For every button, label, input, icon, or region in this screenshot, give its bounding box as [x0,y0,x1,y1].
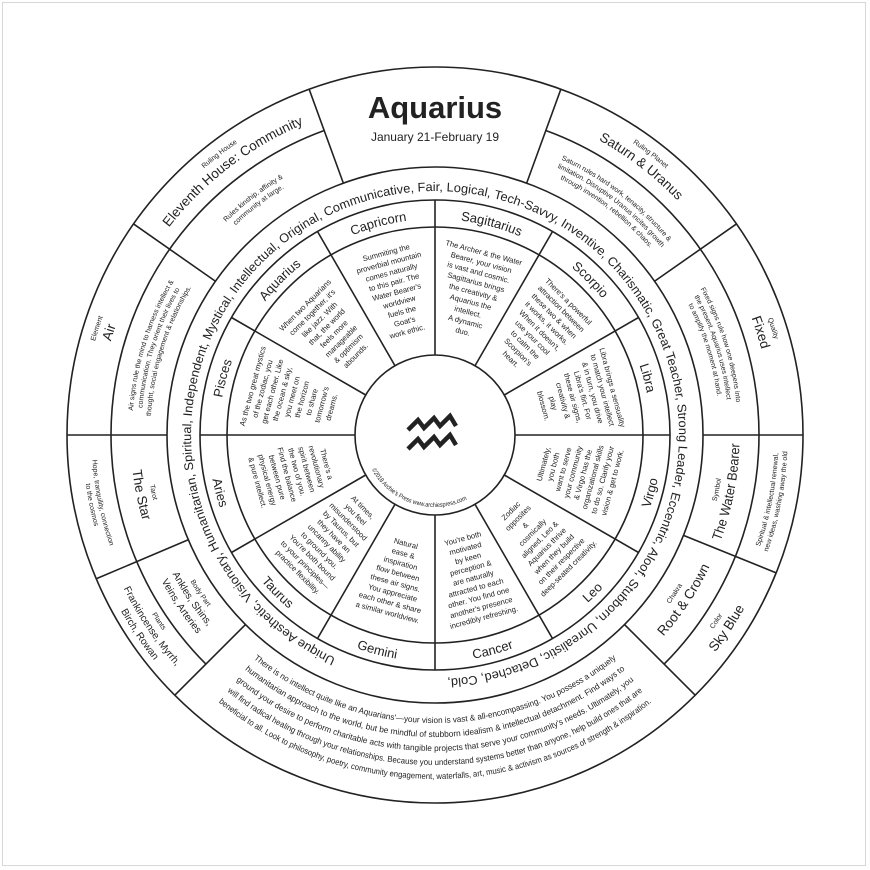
chakra-title: Root & Crown [654,561,712,638]
sign-sector-divider [474,503,554,639]
outer-sector-divider [133,223,216,282]
sign-sector-divider [316,503,396,639]
symbol-description-text: Spiritual & intellectual renewal, [755,453,780,548]
compatibility-line: blossom. [535,390,552,422]
sign-scorpio-label: Scorpio [569,258,611,300]
wheel-lines [66,66,804,804]
copyright-notice: ©2018 Archie's Press www.archiespress.co… [370,466,468,509]
sign-virgo-label-text: Virgo [638,477,660,510]
outer-sector-divider [308,88,345,184]
sign-scorpio-label-text: Scorpio [569,258,611,300]
tarot-title-text: Tarot [148,484,158,501]
compatibility-line: & [520,520,530,530]
compatibility-line: play [547,395,559,411]
outer-sector-divider [654,223,737,282]
sign-sector-divider [231,316,367,396]
copyright-notice-text: ©2018 Archie's Press www.archiespress.co… [370,466,468,509]
outer-sector-divider [623,623,696,696]
chakra-title-text: Root & Crown [654,561,712,638]
compatibility-line: duo. [454,325,471,338]
sign-virgo-label: Virgo [638,477,660,510]
ruling-planet-title: Saturn & Uranus [597,129,686,202]
sign-sector-divider [231,474,367,554]
outer-sector-divider [525,88,562,184]
summary-paragraph-line: humanitarian approach to the world, but … [244,663,627,739]
sign-libra-label-text: Libra [637,362,659,395]
symbol-title: Symbol [712,477,723,502]
sign-dates: January 21-February 19 [371,130,499,144]
wheel-texts: Aquarius January 21-February 19 Unique A… [84,90,790,781]
sign-sector-divider [503,316,639,396]
sign-sector-divider [316,231,396,367]
outer-sector-divider [95,538,189,580]
sign-aries-label-text: Aries [209,477,231,510]
element-title: Air [99,321,118,342]
sign-title: Aquarius [368,90,502,125]
ruling-house-description-text: Rules kinship, affinity & [222,173,284,223]
tarot-title: Tarot [148,484,158,501]
ruling-house-description: Rules kinship, affinity & [222,173,284,223]
summary-paragraph-line-text: humanitarian approach to the world, but … [244,663,627,739]
ring-divider-arc [110,129,325,665]
element-title-text: Air [99,321,118,342]
ruling-planet-title-text: Saturn & Uranus [597,129,686,202]
symbol-title-text: Symbol [712,477,723,502]
sign-sector-divider [474,231,554,367]
aquarius-glyph-icon [406,412,458,451]
symbol-description: Spiritual & intellectual renewal, [755,453,780,548]
sign-libra-label: Libra [637,362,659,395]
sign-sector-divider [503,474,639,554]
ring-divider-arc [545,129,760,665]
outer-sector-divider [174,623,247,696]
outer-sector-divider [683,534,777,574]
sign-aries-label: Aries [209,477,231,510]
